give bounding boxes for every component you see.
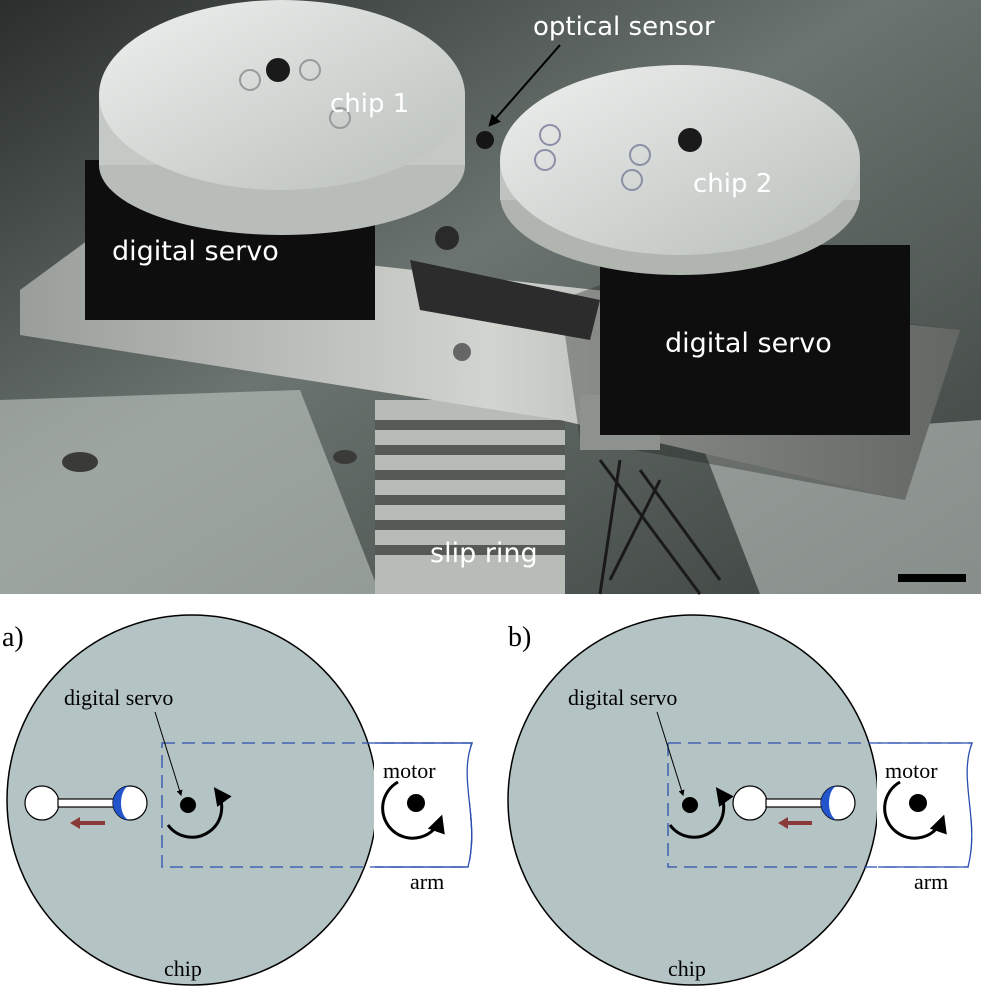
wires	[598, 459, 722, 595]
digital-servo-label-b: digital servo	[568, 685, 677, 710]
screw	[453, 343, 471, 361]
table-hole	[333, 450, 357, 464]
photo: optical sensor chip 1 chip 2 digital ser…	[0, 0, 981, 595]
servo-axis-b	[682, 797, 698, 813]
label-digital-servo-right: digital servo	[665, 328, 832, 359]
motor-axis-b	[909, 794, 927, 812]
servo-pointer-b	[656, 711, 685, 797]
label-chip-1: chip 1	[330, 89, 409, 119]
panel-b: b) digital servo motor arm chip	[507, 614, 973, 986]
chip-label-a: chip	[164, 956, 202, 981]
label-digital-servo-left: digital servo	[112, 236, 279, 267]
motor-rotation-arrow-b	[883, 780, 947, 840]
panel-b-tag: b)	[508, 622, 531, 653]
panel-a-tag: a)	[2, 622, 24, 653]
label-optical-sensor: optical sensor	[533, 12, 715, 42]
arm-label-a: arm	[410, 869, 444, 894]
motor-rotation-arrow-a	[381, 780, 445, 840]
reservoir-empty-a	[24, 785, 60, 821]
servo-body-right	[600, 245, 910, 435]
chip-label-b: chip	[668, 956, 706, 981]
servo-rotation-arrow-b	[668, 787, 734, 839]
servo-rotation-arrow-a	[166, 787, 232, 839]
slip-ring	[375, 400, 565, 594]
fluid-b	[821, 786, 838, 820]
motor-label-a: motor	[383, 758, 436, 783]
reservoir-empty-b	[732, 785, 768, 821]
optical-sensor-pointer	[488, 44, 561, 127]
motor-label-b: motor	[885, 758, 938, 783]
digital-servo-label-a: digital servo	[64, 685, 173, 710]
label-chip-2: chip 2	[693, 169, 772, 199]
panel-a: a) digital servo motor arm chip	[2, 614, 473, 986]
servo-pointer-a	[154, 711, 183, 797]
table-highlight	[0, 390, 380, 594]
optical-sensor	[476, 131, 494, 149]
arm-label-b: arm	[914, 869, 948, 894]
chip-1-disc	[99, 0, 465, 235]
channel-b	[765, 798, 824, 808]
fluid-a	[113, 786, 130, 820]
arm	[410, 260, 600, 340]
screw	[435, 226, 459, 250]
table-hole	[62, 452, 98, 472]
motor-axis-a	[407, 794, 425, 812]
scale-bar	[898, 574, 966, 582]
chip-2-disc	[500, 65, 860, 275]
servo-axis-a	[180, 797, 196, 813]
label-slip-ring: slip ring	[430, 538, 538, 569]
channel-a	[57, 798, 116, 808]
